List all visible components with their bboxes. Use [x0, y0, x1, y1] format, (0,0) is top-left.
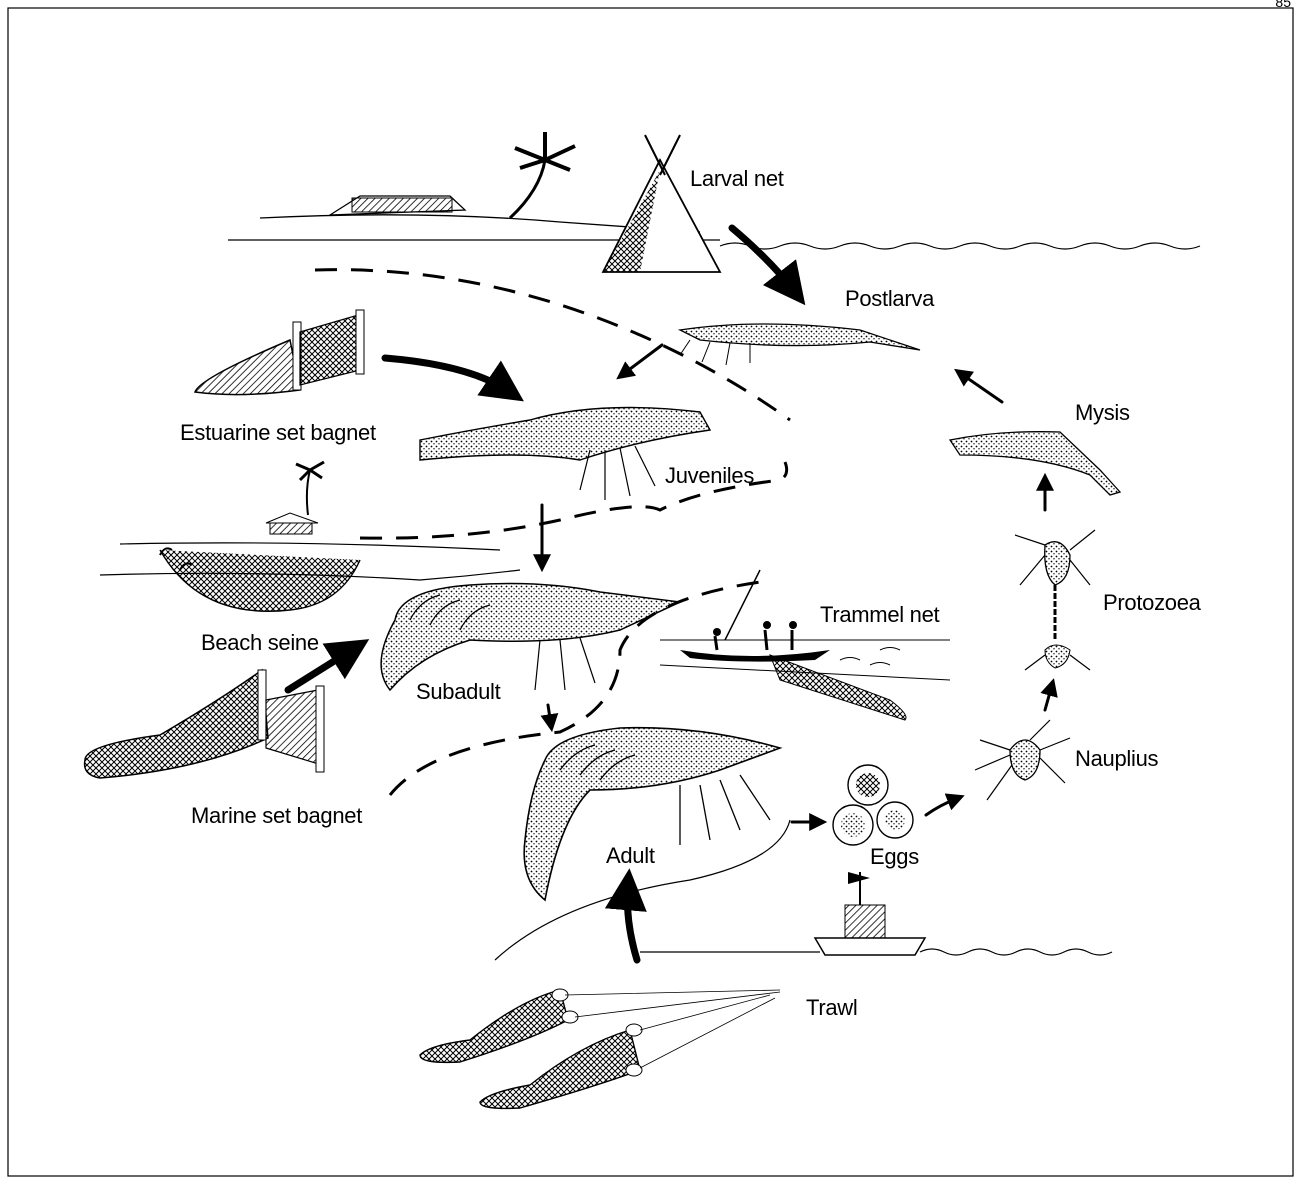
label-marine-set-bagnet: Marine set bagnet: [191, 803, 362, 829]
label-trawl: Trawl: [806, 995, 857, 1021]
label-adult: Adult: [606, 843, 655, 869]
label-mysis: Mysis: [1075, 400, 1130, 426]
label-eggs: Eggs: [870, 844, 919, 870]
label-postlarva: Postlarva: [845, 286, 934, 312]
eggs-icon: [833, 765, 913, 845]
arrow-bagnet-to-juveniles: [385, 358, 510, 392]
estuarine-set-bagnet-icon: [195, 310, 364, 395]
label-larval-net: Larval net: [690, 166, 784, 192]
label-nauplius: Nauplius: [1075, 746, 1158, 772]
label-beach-seine: Beach seine: [201, 630, 319, 656]
arrow-mysis-to-postlarva: [960, 373, 1002, 402]
label-estuarine-set-bagnet: Estuarine set bagnet: [180, 420, 376, 446]
mysis-larva-icon: [950, 432, 1120, 495]
subadult-shrimp-icon: [381, 584, 680, 690]
postlarva-shrimp-icon: [680, 324, 920, 365]
arrow-nauplius-to-protozoea: [1045, 685, 1052, 710]
trawl-icon: [420, 989, 780, 1108]
adult-shrimp-icon: [524, 728, 780, 900]
arrow-trawl-to-adult: [627, 885, 637, 960]
arrow-postlarva-to-juveniles: [622, 345, 662, 375]
label-protozoea: Protozoea: [1103, 590, 1201, 616]
arrow-eggs-to-nauplius: [926, 798, 958, 815]
arrow-subadult-to-adult: [548, 705, 551, 725]
nauplius-larva-icon: [975, 720, 1070, 800]
sea-surface-top: [720, 243, 1200, 249]
trawler-boat-icon: [815, 872, 925, 955]
arrow-larvalnet-to-postlarva: [732, 228, 795, 292]
protozoea-larva-icon: [1015, 530, 1095, 670]
larval-net-icon: [603, 135, 720, 272]
label-juveniles: Juveniles: [665, 463, 754, 489]
habitat-boundary-upper: [315, 270, 790, 420]
label-trammel-net: Trammel net: [820, 602, 939, 628]
label-subadult: Subadult: [416, 679, 500, 705]
